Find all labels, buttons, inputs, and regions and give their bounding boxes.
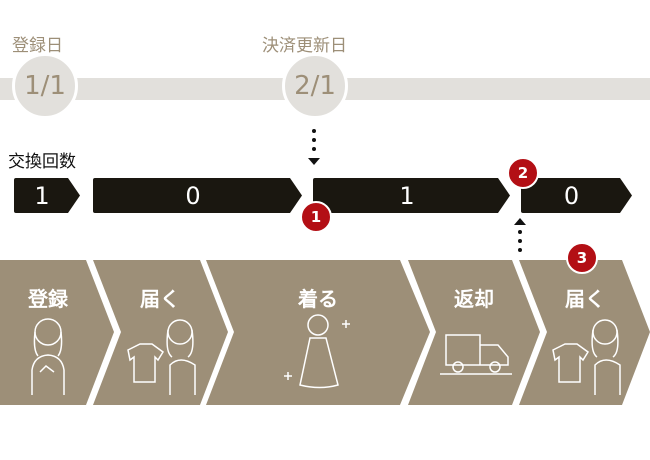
badge-3: 3 <box>566 242 598 274</box>
up-arrow-dots <box>514 218 526 252</box>
exchange-count-3: 1 <box>399 181 415 210</box>
badge-1: 1 <box>300 201 332 233</box>
woman-shirt-icon-2 <box>552 319 621 395</box>
exchange-count-label: 交換回数 <box>8 152 76 172</box>
step-label-wear: 着る <box>298 287 338 311</box>
truck-icon <box>440 334 512 375</box>
woman-shirt-icon <box>127 319 196 395</box>
exchange-bar-2 <box>93 178 302 213</box>
exchange-bar-3 <box>313 178 510 213</box>
renewal-date: 2/1 <box>282 53 348 119</box>
step-chevron-4 <box>408 260 540 405</box>
exchange-count-2: 0 <box>185 181 201 210</box>
woman-phone-icon <box>31 318 65 395</box>
renewal-label: 決済更新日 <box>262 36 347 56</box>
step-chevron-1 <box>0 260 114 405</box>
step-label-return: 返却 <box>454 287 494 311</box>
step-label-arrive: 届く <box>140 287 180 311</box>
registration-date: 1/1 <box>12 53 78 119</box>
step-label-register: 登録 <box>28 287 68 311</box>
down-arrow-dots <box>308 129 320 165</box>
down-arrow-icon <box>308 158 320 165</box>
exchange-count-4: 0 <box>563 181 580 210</box>
step-chevron-5 <box>519 260 650 405</box>
step-label-arrive-2: 届く <box>565 287 605 311</box>
exchange-count-1: 1 <box>34 181 50 210</box>
registration-label: 登録日 <box>12 36 63 56</box>
exchange-bar-4 <box>521 178 632 213</box>
exchange-bar-1 <box>14 178 80 213</box>
step-chevron-3 <box>206 260 430 405</box>
up-arrow-icon <box>514 218 526 225</box>
badge-2: 2 <box>507 157 539 189</box>
woman-dress-icon <box>284 314 350 389</box>
